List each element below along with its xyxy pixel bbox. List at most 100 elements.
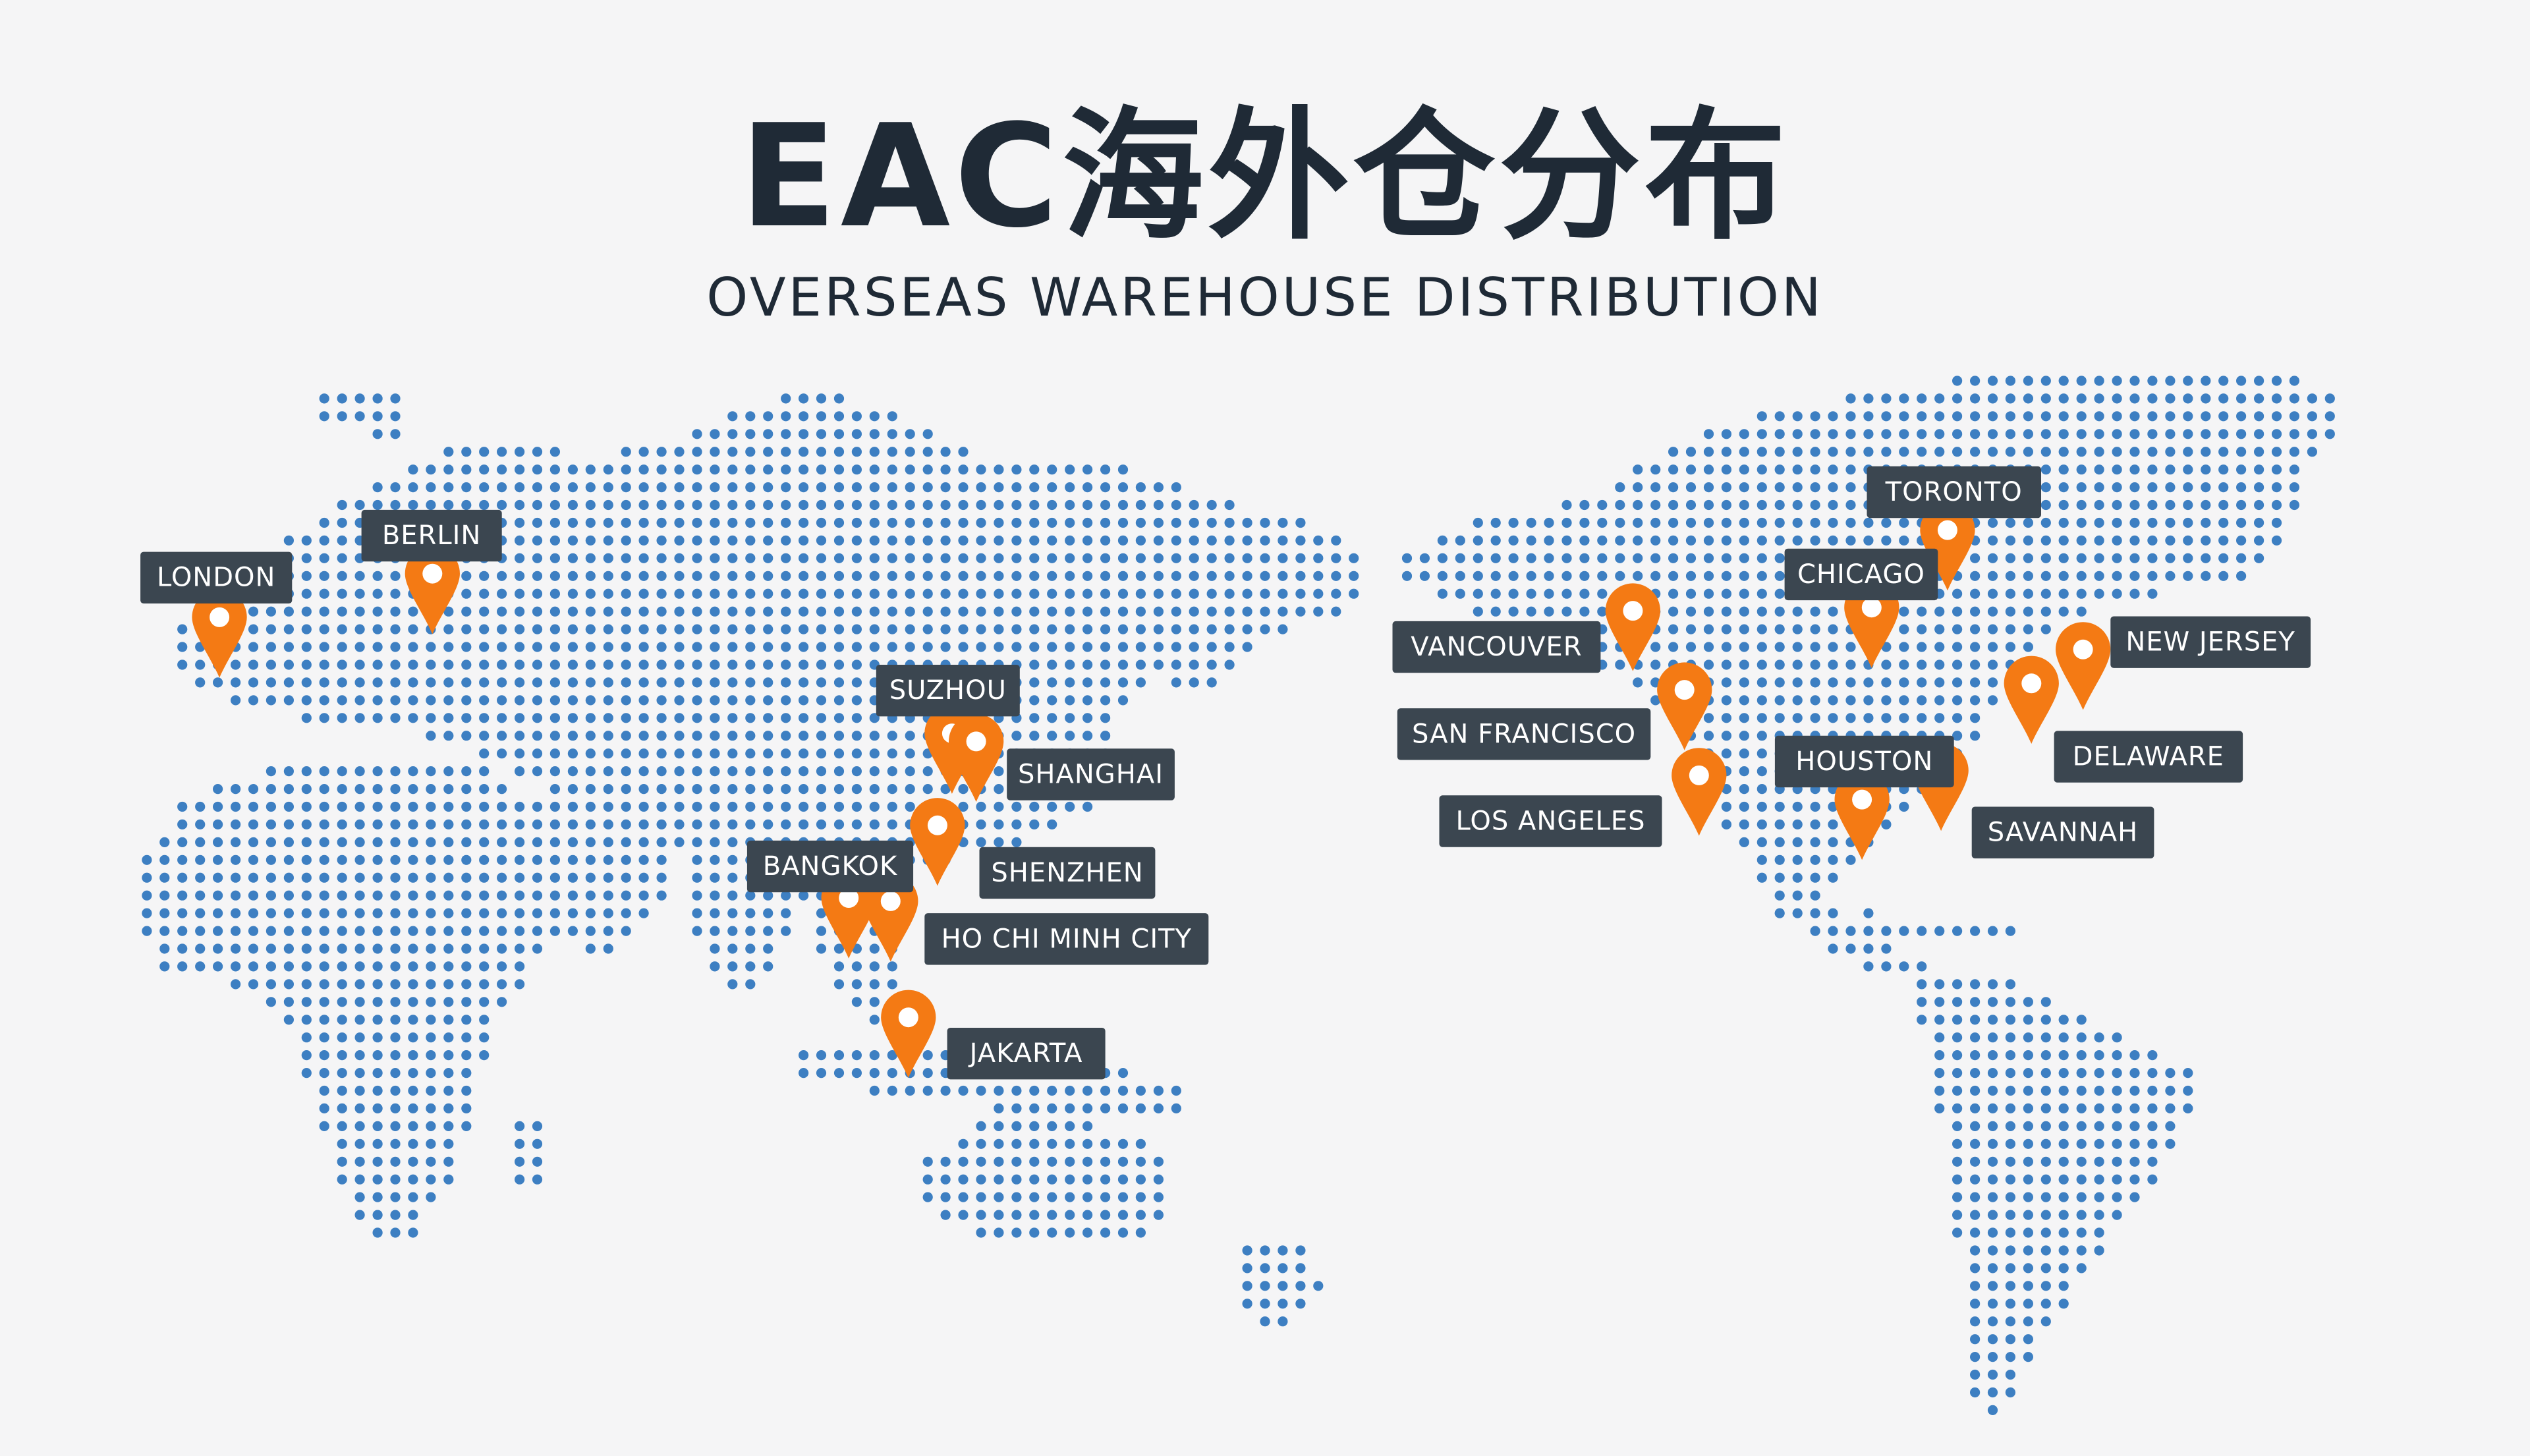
land-dot: [567, 517, 578, 528]
land-dot: [1650, 571, 1661, 581]
land-dot: [2023, 588, 2033, 599]
land-dot: [1082, 1121, 1093, 1131]
land-dot: [497, 979, 507, 990]
land-dot: [745, 890, 756, 901]
land-dot: [567, 766, 578, 777]
location-name: BANGKOK: [763, 851, 898, 882]
land-dot: [976, 1156, 986, 1167]
land-dot: [745, 713, 756, 723]
land-dot: [2040, 1174, 2051, 1185]
land-dot: [1135, 624, 1146, 634]
land-dot: [1987, 1068, 1998, 1078]
map-pin-icon[interactable]: [863, 874, 918, 962]
land-dot: [2165, 535, 2176, 546]
land-dot: [1952, 429, 1963, 439]
land-dot: [1437, 553, 1448, 563]
land-dot: [799, 677, 809, 688]
land-dot: [1189, 535, 1199, 546]
land-dot: [549, 801, 561, 812]
land-dot: [337, 659, 347, 670]
land-dot: [816, 659, 827, 670]
map-pin-icon[interactable]: [2004, 656, 2059, 744]
land-dot: [337, 606, 347, 617]
land-dot: [2058, 1227, 2069, 1238]
land-dot: [781, 890, 791, 901]
land-dot: [2129, 1103, 2140, 1113]
map-pin-icon[interactable]: [1920, 502, 1975, 591]
land-dot: [710, 464, 720, 475]
land-dot: [2129, 1192, 2140, 1202]
land-dot: [1100, 499, 1111, 511]
land-dot: [674, 447, 685, 457]
land-dot: [2147, 1103, 2158, 1113]
land-dot: [994, 1103, 1004, 1113]
land-dot: [1792, 837, 1803, 847]
map-pin-icon[interactable]: [192, 590, 247, 678]
map-pin-icon[interactable]: [1605, 583, 1660, 671]
land-dot: [283, 872, 294, 883]
land-dot: [319, 1050, 329, 1061]
land-dot: [1455, 553, 1465, 563]
land-dot: [674, 624, 685, 634]
land-dot: [585, 872, 596, 883]
land-dot: [833, 553, 845, 563]
map-pin-icon[interactable]: [2056, 622, 2111, 710]
land-dot: [549, 766, 561, 777]
map-pin-icon[interactable]: [405, 546, 460, 634]
land-dot: [372, 713, 383, 723]
land-dot: [497, 819, 507, 829]
land-dot: [710, 801, 720, 812]
land-dot: [2307, 393, 2317, 404]
land-dot: [851, 588, 862, 599]
land-dot: [2236, 571, 2247, 581]
land-dot: [532, 482, 543, 493]
land-dot: [319, 411, 329, 422]
land-dot: [1668, 624, 1679, 634]
map-pin-icon[interactable]: [1834, 771, 1890, 860]
land-dot: [2183, 553, 2193, 563]
land-dot: [833, 464, 845, 475]
land-dot: [1029, 571, 1040, 581]
land-dot: [869, 464, 880, 475]
map-pin-icon[interactable]: [1844, 580, 1899, 668]
land-dot: [426, 1050, 436, 1061]
land-dot: [372, 393, 383, 404]
land-dot: [390, 1085, 401, 1096]
land-dot: [1153, 588, 1164, 599]
map-pin-icon[interactable]: [1672, 748, 1727, 836]
land-dot: [159, 908, 170, 918]
land-dot: [727, 819, 738, 829]
land-dot: [1987, 677, 1998, 688]
map-pin-icon[interactable]: [1657, 662, 1712, 750]
land-dot: [763, 606, 773, 617]
land-dot: [1260, 535, 1270, 546]
land-dot: [2040, 393, 2051, 404]
land-dot: [922, 1156, 933, 1167]
land-dot: [1135, 553, 1146, 563]
map-pin-icon[interactable]: [949, 714, 1004, 802]
land-dot: [283, 979, 294, 990]
land-dot: [408, 784, 418, 795]
land-dot: [656, 890, 667, 901]
land-dot: [337, 553, 347, 563]
map-pin-icon[interactable]: [821, 870, 876, 959]
land-dot: [1917, 1015, 1927, 1025]
land-dot: [869, 482, 880, 493]
land-dot: [2112, 482, 2122, 493]
land-dot: [994, 1210, 1004, 1220]
land-dot: [1792, 535, 1803, 546]
land-dot: [656, 624, 667, 634]
map-pin-icon[interactable]: [910, 798, 965, 886]
land-dot: [1668, 447, 1679, 457]
land-dot: [1082, 1174, 1093, 1185]
land-dot: [869, 535, 880, 546]
land-dot: [621, 447, 631, 457]
land-dot: [621, 837, 631, 847]
map-pin-icon[interactable]: [881, 990, 936, 1078]
land-dot: [1065, 1174, 1075, 1185]
land-dot: [319, 997, 329, 1007]
land-dot: [532, 748, 543, 759]
land-dot: [549, 926, 561, 936]
land-dot: [887, 819, 897, 829]
land-dot: [603, 553, 613, 563]
